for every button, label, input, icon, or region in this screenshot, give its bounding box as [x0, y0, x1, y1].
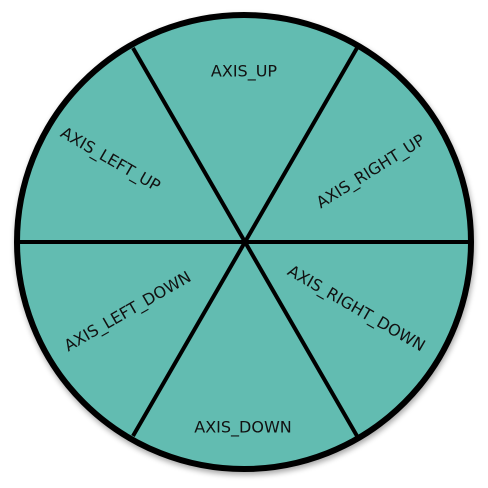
sector-label-up: AXIS_UP [211, 62, 277, 82]
sector-label-down: AXIS_DOWN [194, 418, 291, 438]
sector-dividers [20, 47, 468, 437]
divider-diagonal-b [131, 47, 359, 437]
